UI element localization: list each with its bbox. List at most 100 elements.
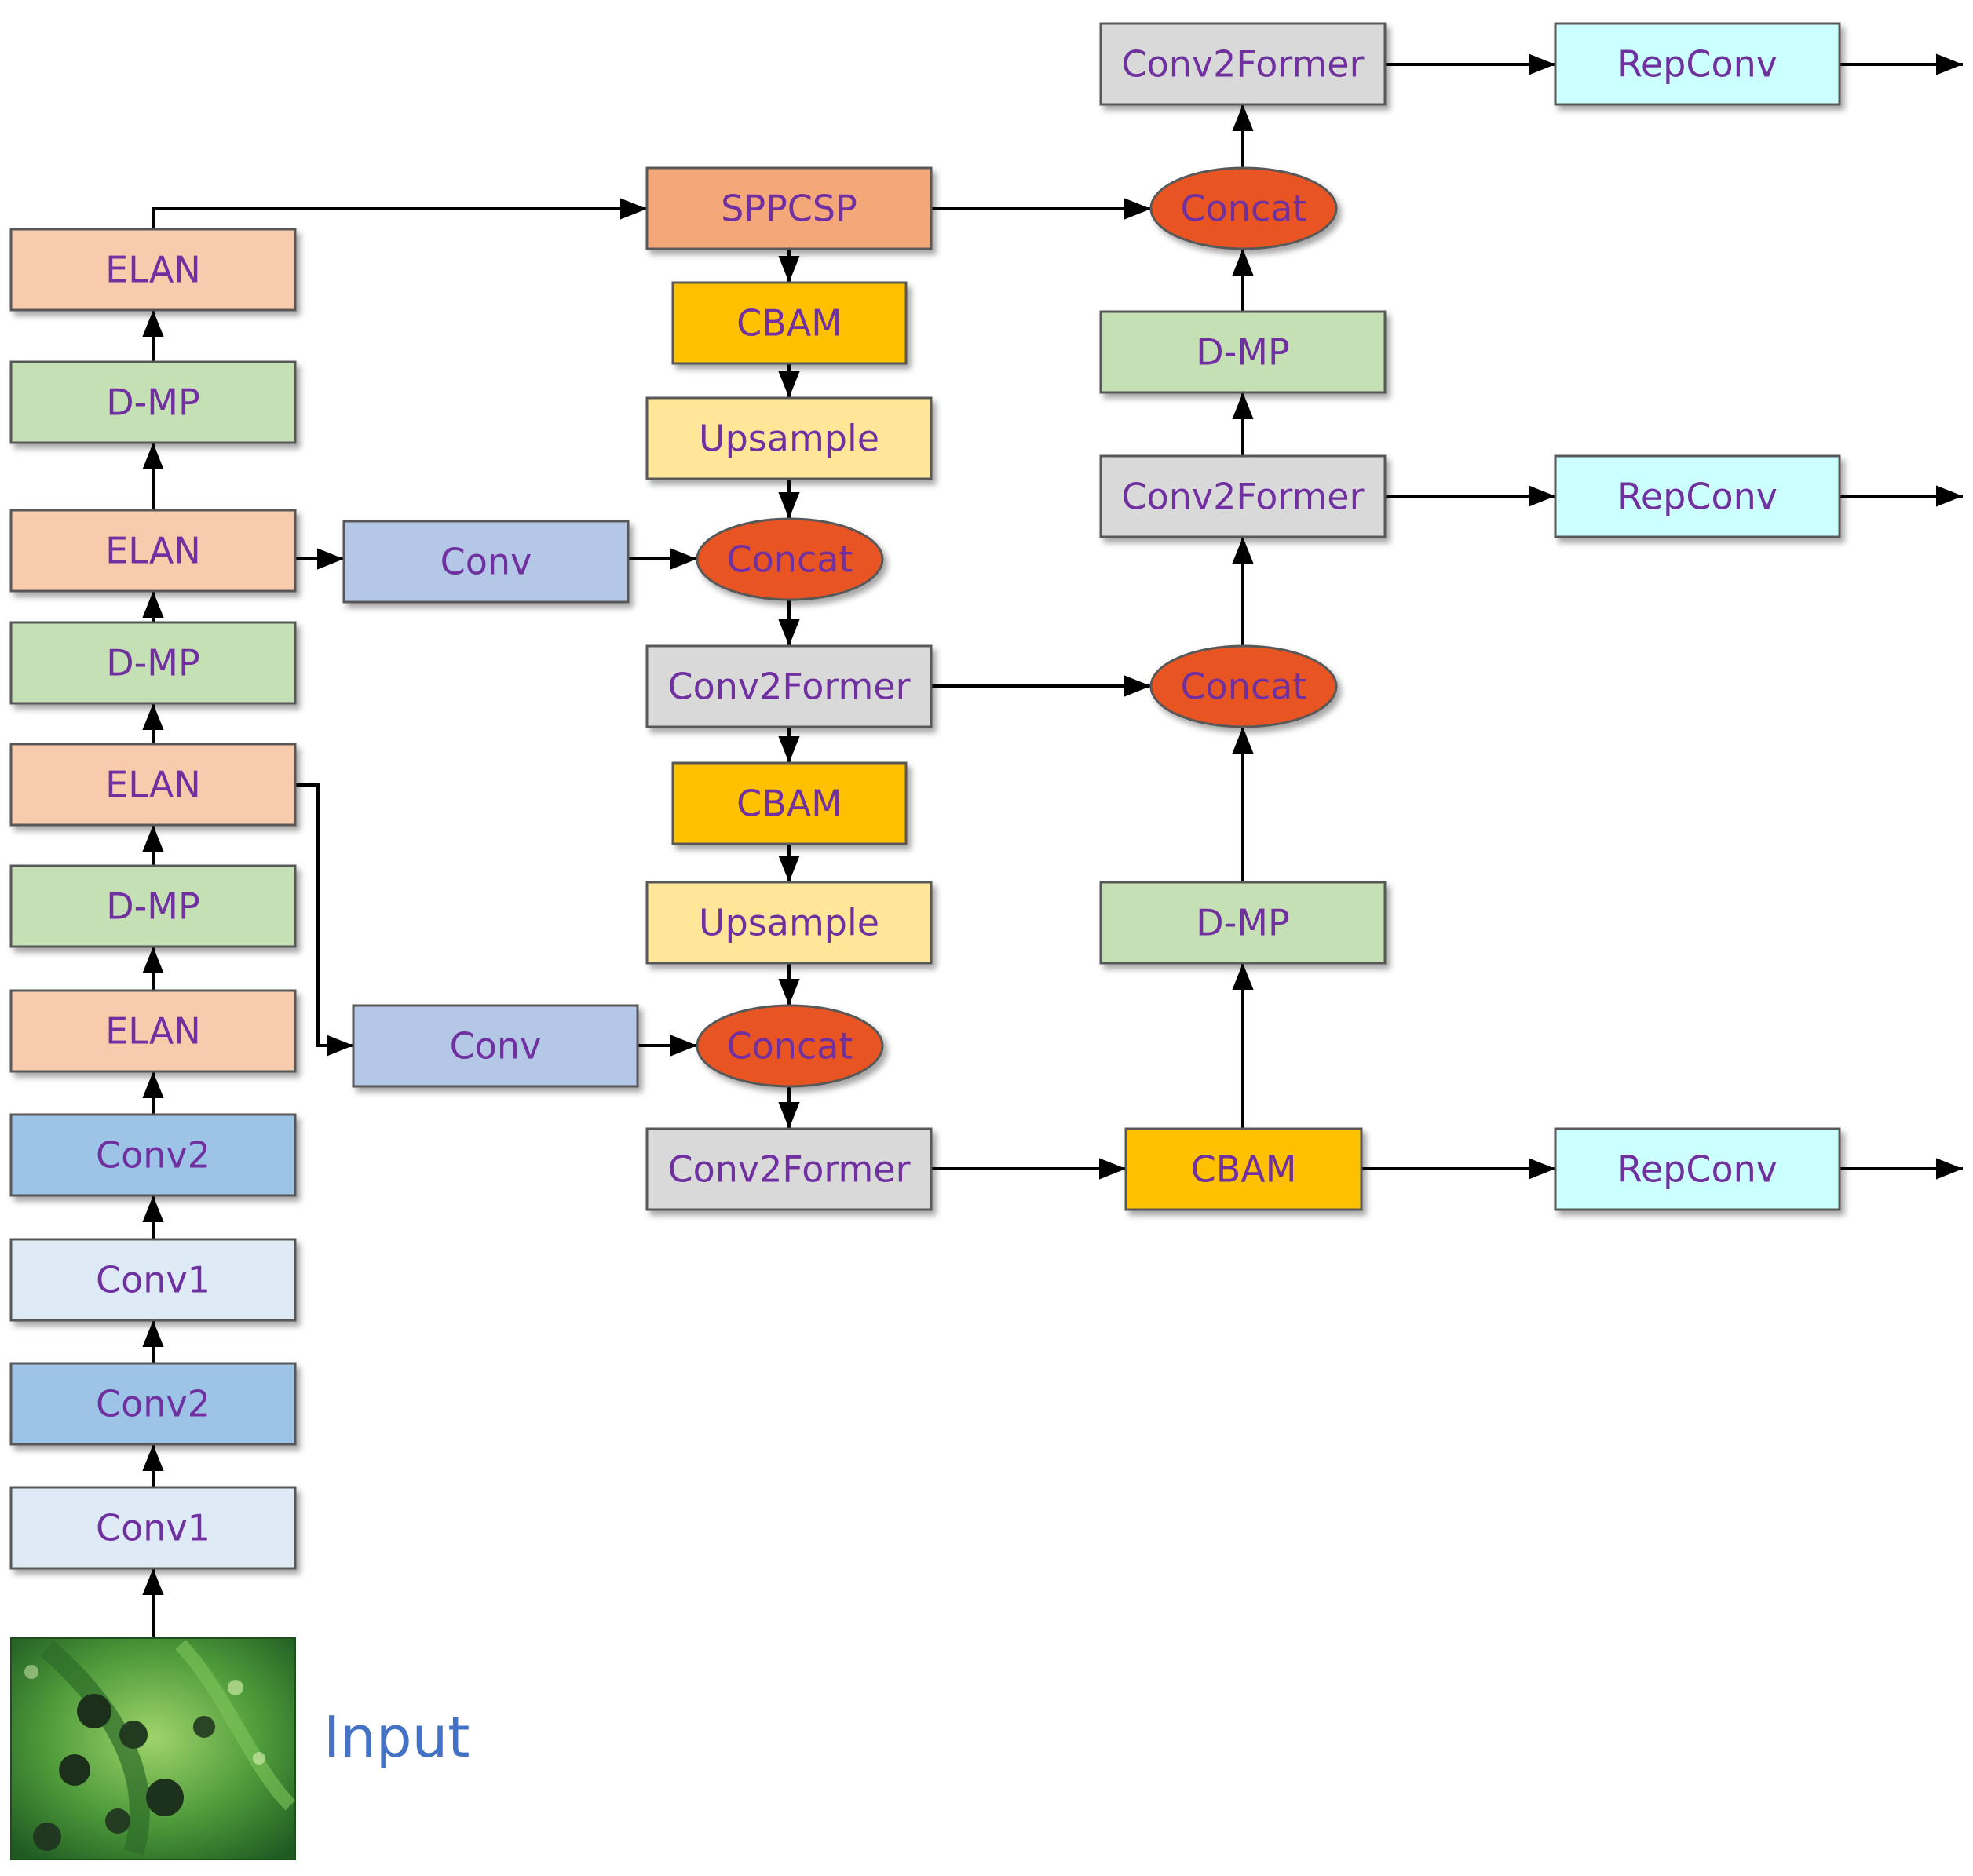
node-label: Concat	[727, 1025, 853, 1068]
node-repconv-low: RepConv	[1554, 1127, 1841, 1211]
node-label: Conv2	[96, 1134, 210, 1177]
input-label: Input	[323, 1704, 470, 1770]
node-shape	[645, 881, 933, 965]
node-dmp-right-low: D-MP	[1099, 881, 1387, 965]
node-shape	[9, 743, 297, 827]
node-shape	[671, 761, 908, 845]
edge-arrow	[295, 783, 353, 1057]
node-shape	[1554, 22, 1841, 106]
node-shape	[352, 1004, 639, 1088]
node-conv-low: Conv	[352, 1004, 639, 1088]
node-label: Conv2Former	[668, 1148, 911, 1191]
node-shape	[696, 1004, 884, 1088]
node-conv2-a: Conv2	[9, 1362, 297, 1446]
nodes: Conv1Conv2Conv1Conv2ELAND-MPELAND-MPELAN…	[9, 22, 1841, 1570]
node-label: D-MP	[1196, 902, 1289, 944]
node-label: D-MP	[106, 642, 199, 684]
edge-arrow	[152, 198, 647, 229]
node-label: Conv2Former	[1122, 43, 1365, 86]
node-elan-3: ELAN	[9, 509, 297, 593]
node-label: Concat	[1181, 188, 1307, 230]
node-label: ELAN	[105, 1010, 201, 1053]
node-shape	[9, 1113, 297, 1197]
node-concat-right-mid: Concat	[1149, 644, 1338, 728]
node-c2f-mid2: Conv2Former	[645, 1127, 933, 1211]
node-dmp-1: D-MP	[9, 864, 297, 948]
node-shape	[9, 989, 297, 1073]
node-label: Concat	[1181, 666, 1307, 708]
node-cbam-right: CBAM	[1124, 1127, 1363, 1211]
node-shape	[9, 228, 297, 312]
node-shape	[9, 1362, 297, 1446]
node-elan-4: ELAN	[9, 228, 297, 312]
node-concat-right-top: Concat	[1149, 166, 1338, 250]
node-shape	[1099, 454, 1387, 538]
node-sppcsp: SPPCSP	[645, 166, 933, 250]
node-shape	[9, 1486, 297, 1570]
node-c2f-right-top: Conv2Former	[1099, 22, 1387, 106]
node-label: CBAM	[736, 783, 842, 825]
node-label: Conv2	[96, 1383, 210, 1425]
node-shape	[645, 166, 933, 250]
node-elan-2: ELAN	[9, 743, 297, 827]
node-upsample-top: Upsample	[645, 396, 933, 480]
node-shape	[696, 517, 884, 601]
node-label: Upsample	[699, 418, 879, 460]
node-concat-mid2: Concat	[696, 1004, 884, 1088]
node-label: Conv	[440, 541, 532, 583]
node-label: Upsample	[699, 902, 879, 944]
node-conv-mid: Conv	[342, 520, 630, 604]
node-repconv-top: RepConv	[1554, 22, 1841, 106]
node-label: RepConv	[1617, 1148, 1778, 1191]
node-conv1-a: Conv1	[9, 1486, 297, 1570]
node-label: D-MP	[106, 885, 199, 928]
node-label: RepConv	[1617, 476, 1778, 518]
node-cbam-top: CBAM	[671, 281, 908, 365]
node-shape	[645, 396, 933, 480]
node-elan-1: ELAN	[9, 989, 297, 1073]
node-shape	[1099, 310, 1387, 394]
node-label: Conv1	[96, 1507, 210, 1549]
node-upsample-mid: Upsample	[645, 881, 933, 965]
node-concat-mid1: Concat	[696, 517, 884, 601]
node-conv1-b: Conv1	[9, 1238, 297, 1322]
node-shape	[1124, 1127, 1363, 1211]
node-shape	[671, 281, 908, 365]
node-label: Conv2Former	[1122, 476, 1365, 518]
node-dmp-3: D-MP	[9, 360, 297, 444]
node-label: RepConv	[1617, 43, 1778, 86]
node-shape	[1149, 644, 1338, 728]
node-repconv-mid: RepConv	[1554, 454, 1841, 538]
node-shape	[1149, 166, 1338, 250]
node-label: D-MP	[1196, 331, 1289, 374]
node-shape	[1099, 881, 1387, 965]
node-shape	[1554, 454, 1841, 538]
node-shape	[1099, 22, 1387, 106]
node-shape	[9, 509, 297, 593]
node-label: Conv2Former	[668, 666, 911, 708]
node-shape	[9, 621, 297, 705]
node-cbam-mid: CBAM	[671, 761, 908, 845]
node-label: CBAM	[736, 302, 842, 345]
node-dmp-right-top: D-MP	[1099, 310, 1387, 394]
node-dmp-2: D-MP	[9, 621, 297, 705]
node-shape	[9, 360, 297, 444]
node-shape	[645, 1127, 933, 1211]
node-label: ELAN	[105, 530, 201, 572]
node-label: Conv	[450, 1025, 542, 1068]
node-label: Concat	[727, 538, 853, 581]
node-shape	[1554, 1127, 1841, 1211]
node-label: ELAN	[105, 249, 201, 291]
node-c2f-right-mid: Conv2Former	[1099, 454, 1387, 538]
connections	[142, 53, 1963, 1638]
node-shape	[9, 864, 297, 948]
node-shape	[9, 1238, 297, 1322]
node-label: CBAM	[1191, 1148, 1297, 1191]
node-shape	[342, 520, 630, 604]
node-label: ELAN	[105, 764, 201, 806]
node-c2f-mid1: Conv2Former	[645, 644, 933, 728]
node-label: SPPCSP	[721, 188, 857, 230]
node-label: D-MP	[106, 381, 199, 424]
input-image	[10, 1637, 296, 1860]
